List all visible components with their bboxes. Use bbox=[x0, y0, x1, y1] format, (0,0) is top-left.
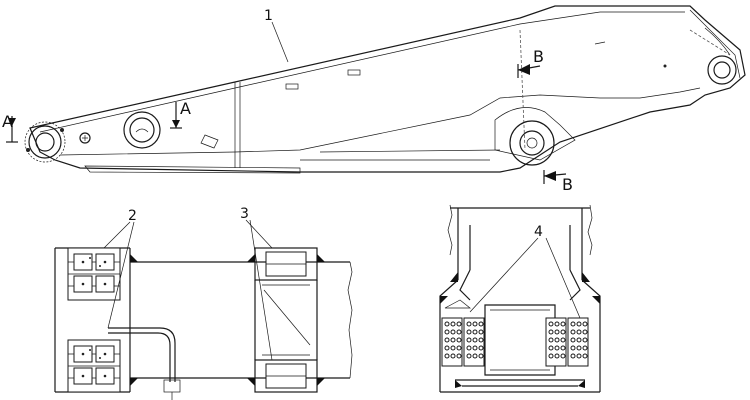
section-b-top-marker: B bbox=[517, 47, 544, 78]
section-b-bottom-marker: B bbox=[543, 170, 573, 194]
callout-4-leader-b bbox=[545, 237, 581, 319]
lube-plate-mark bbox=[285, 83, 299, 90]
section-b-top-label: B bbox=[533, 47, 544, 66]
callout-2-leader-b bbox=[107, 221, 135, 329]
section-a-mid-label: A bbox=[180, 99, 191, 118]
callout-3-leader-b bbox=[249, 219, 273, 361]
callout-1-leader bbox=[271, 21, 289, 63]
lube-plate-mark bbox=[347, 69, 361, 76]
callout-1-label: 1 bbox=[264, 8, 273, 24]
section-a-mid-marker: A bbox=[170, 99, 191, 129]
section-a-left-label: A bbox=[2, 112, 13, 131]
section-a-left-marker: A bbox=[2, 112, 18, 143]
callout-2-leader-a bbox=[103, 221, 131, 249]
section-b-view bbox=[439, 204, 601, 393]
section-b-bottom-label: B bbox=[562, 175, 573, 194]
section-a-view bbox=[54, 247, 353, 400]
callout-3-leader-a bbox=[245, 219, 273, 249]
arm-side-view bbox=[24, 5, 746, 174]
callout-4-leader-a bbox=[469, 237, 539, 313]
callout-2-label: 2 bbox=[128, 208, 137, 224]
callout-4-label: 4 bbox=[534, 224, 543, 240]
callout-3-label: 3 bbox=[240, 206, 249, 222]
